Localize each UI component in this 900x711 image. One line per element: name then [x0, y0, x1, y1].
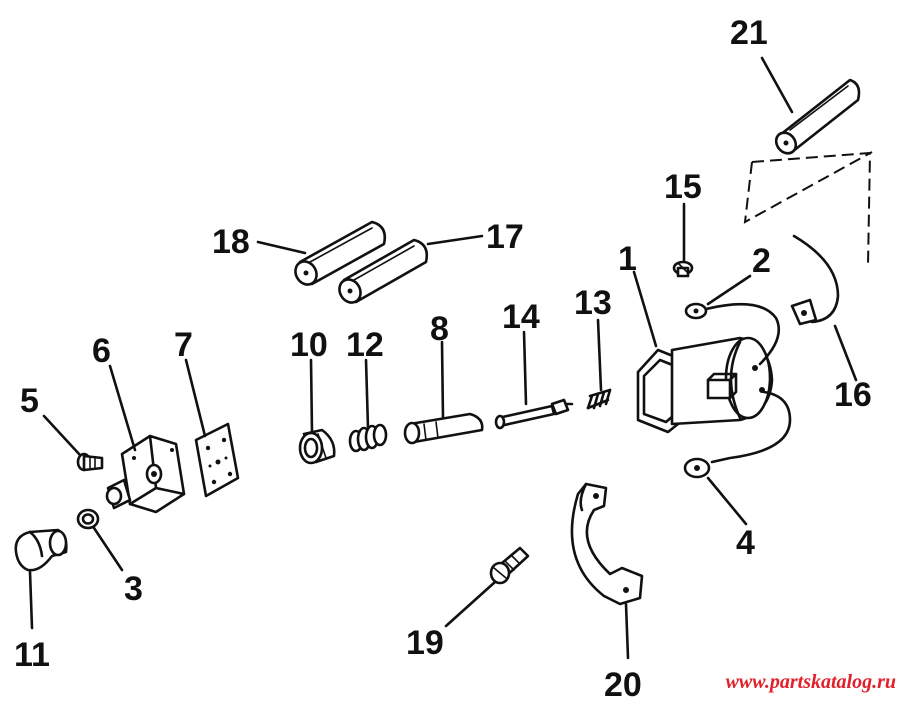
label-7: 7	[174, 326, 193, 364]
label-4: 4	[736, 524, 755, 562]
part-17-tube	[338, 238, 429, 304]
label-15: 15	[664, 168, 702, 206]
part-16-clip	[790, 234, 840, 326]
label-11: 11	[14, 636, 50, 674]
label-5: 5	[20, 382, 39, 420]
part-11-boot	[14, 528, 68, 572]
label-14: 14	[502, 298, 540, 336]
label-17: 17	[486, 218, 524, 256]
part-13-spring	[586, 388, 612, 410]
label-2: 2	[752, 242, 771, 280]
part-labels: 21 18 17 15 1 2 16 13 14 8 12 10 7 6 5 3…	[14, 14, 872, 704]
part-21-tube	[774, 78, 861, 155]
part-7-gasket	[194, 422, 240, 498]
label-6: 6	[92, 332, 111, 370]
part-2-wire	[684, 302, 781, 366]
part-3-washer	[76, 508, 100, 530]
label-13: 13	[574, 284, 612, 322]
label-18: 18	[212, 223, 250, 261]
label-12: 12	[346, 326, 384, 364]
part-10-bushing	[298, 428, 336, 465]
part-5-screw	[76, 452, 104, 472]
leader-lines	[28, 56, 858, 660]
part-6-cover	[105, 434, 186, 514]
label-10: 10	[290, 326, 328, 364]
part-18-tube	[294, 220, 387, 286]
part-14-pin	[494, 398, 574, 430]
guide-lines	[743, 151, 873, 266]
part-12-spring	[348, 423, 388, 453]
label-1: 1	[618, 240, 637, 278]
label-3: 3	[124, 570, 143, 608]
part-4-wire	[683, 390, 792, 479]
label-19: 19	[406, 624, 444, 662]
part-1-solenoid	[636, 336, 774, 434]
label-8: 8	[430, 310, 449, 348]
label-21: 21	[730, 14, 768, 52]
label-20: 20	[604, 666, 642, 704]
part-20-bracket	[570, 482, 644, 606]
part-19-bolt	[489, 546, 530, 585]
part-15-screw	[672, 260, 694, 278]
watermark-link[interactable]: www.partskatalog.ru	[726, 671, 896, 693]
part-8-plunger	[403, 412, 484, 445]
label-16: 16	[834, 376, 872, 414]
